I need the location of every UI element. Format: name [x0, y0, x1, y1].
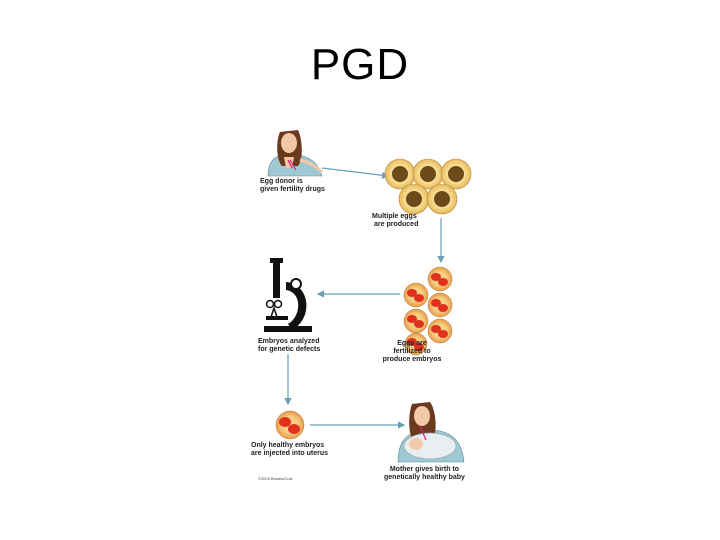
embryo	[404, 309, 428, 333]
egg	[399, 184, 429, 214]
embryo	[428, 267, 452, 291]
arrow-donor-to-eggs	[322, 168, 388, 176]
mother-with-baby-figure	[398, 402, 464, 462]
egg	[427, 184, 457, 214]
caption-eggs-fertilized: Eggs are fertilized to produce embryos	[382, 340, 442, 364]
embryo	[404, 283, 428, 307]
caption-multiple-eggs: Multiple eggs are produced	[372, 213, 418, 229]
healthy-embryo	[276, 411, 304, 439]
caption-mother-gives-birth: Mother gives birth to genetically health…	[384, 466, 465, 482]
image-credit: ©2003 Brooks/Cole	[258, 476, 293, 481]
embryo	[428, 293, 452, 317]
caption-healthy-embryos-injected: Only healthy embryos are injected into u…	[251, 442, 328, 458]
microscope-icon	[264, 258, 312, 332]
caption-embryos-analyzed: Embryos analyzed for genetic defects	[258, 338, 320, 354]
egg-donor-figure	[268, 130, 322, 176]
multiple-eggs-group	[385, 159, 471, 214]
caption-egg-donor: Egg donor is given fertility drugs	[260, 178, 325, 194]
